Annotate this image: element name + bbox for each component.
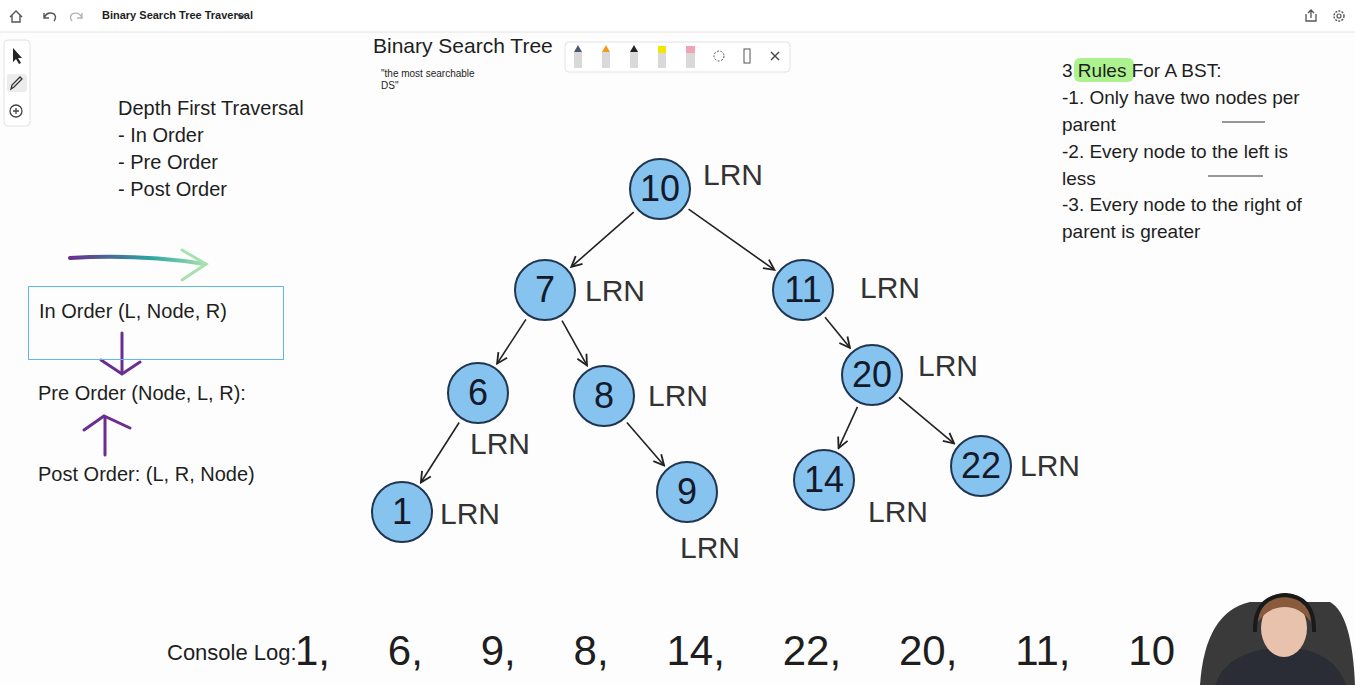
rules-heading: 3 Rules For A BST: [1062,57,1221,84]
node-value: 11 [784,272,821,308]
tree-node: 10 [629,158,691,220]
undo-icon [44,13,56,21]
handwritten-note: LRN [1020,448,1080,484]
document-title: Binary Search Tree Traversal [102,9,253,22]
up-arrow [104,418,107,455]
handwritten-note: LRN [918,348,978,384]
node-value: 20 [852,357,892,393]
tree-node: 9 [656,461,718,523]
tree-node: 1 [371,481,433,543]
traversal-rule: Post Order: (L, R, Node) [38,462,255,486]
tree-edge [562,321,587,366]
down-arrowhead [101,360,140,374]
edge-group [421,209,954,482]
subtitle-note: "the most searchable DS" [381,68,493,92]
handwritten-note: LRN [648,378,708,414]
ruler-icon [744,49,750,63]
page-heading: Binary Search Tree [373,33,553,58]
lasso-icon [714,51,724,61]
pen-tip [630,45,638,52]
top-bar-border [0,32,1355,33]
handwritten-note: LRN [585,273,645,309]
pen-toolbar-panel [565,42,790,72]
direction-arrow [70,257,205,264]
add-icon-plus [13,108,19,114]
list-item: - Pre Order [118,150,218,174]
pen-tool-highlight [7,74,27,92]
rule-item: -2. Every node to the left is less [1062,138,1302,192]
handwritten-note: LRN [868,494,928,530]
top-bar [0,0,1355,32]
handwritten-note: LRN [440,496,500,532]
handwritten-note: LRN [470,426,530,462]
list-item: - Post Order [118,177,227,201]
rule-item: -1. Only have two nodes per parent [1062,84,1302,138]
share-icon [1306,10,1316,21]
pen-body [574,52,582,68]
tree-edge [839,407,858,448]
traversal-box: In Order (L, Node, R) [28,286,284,360]
rule-item: -3. Every node to the right of parent is… [1062,191,1302,245]
pen-underline [1222,121,1265,122]
console-label: Console Log: [167,640,297,666]
add-icon [10,105,22,117]
node-value: 8 [594,378,614,414]
eraser-body [686,52,695,68]
node-value: 7 [535,272,555,308]
tree-node: 6 [447,362,509,424]
traversal-rule: Pre Order (Node, L, R): [38,381,246,405]
tree-edge [421,422,459,482]
pen-body [602,52,610,68]
direction-arrowhead [182,250,206,280]
palette-panel [4,40,30,126]
node-value: 10 [640,171,680,207]
webcam-presenter [1200,593,1355,685]
tree-edge [825,317,850,348]
settings-icon-core [1337,14,1341,18]
tree-edge [571,212,633,267]
up-arrowhead [84,416,130,430]
tree-node: 8 [573,365,635,427]
handwritten-note: LRN [680,530,740,566]
pen-tip [602,45,610,52]
headphones [1255,595,1314,632]
tool-palette [4,40,30,126]
tree-node: 20 [841,344,903,406]
down-arrow [121,333,124,372]
list-item: - In Order [118,123,204,147]
home-icon [10,11,22,22]
pen-toolbar [565,42,790,72]
node-value: 22 [961,448,1001,484]
pen-icon [11,77,22,89]
eraser-tip [686,46,695,53]
tree-edge [497,319,526,363]
close-icon [771,52,779,60]
box-label: In Order (L, Node, R) [39,299,273,323]
cursor-icon [13,48,22,64]
tree-node: 7 [514,259,576,321]
highlighter-body [658,52,666,68]
pen-underline [1208,175,1263,176]
top-bar-ground [0,0,1355,32]
highlighter-tip [658,46,666,53]
tree-edge [899,397,954,443]
tree-edge [627,422,664,465]
tree-node: 11 [772,259,834,321]
tree-edge [689,209,775,270]
settings-icon [1334,11,1344,21]
node-value: 14 [804,462,844,498]
console-output: 1, 6, 9, 8, 14, 22, 20, 11, 10 [295,626,1175,676]
node-value: 1 [392,494,412,530]
redo-icon [71,13,83,21]
tree-node: 14 [793,449,855,511]
pen-body [630,52,638,68]
hair [1258,593,1311,622]
node-value: 9 [677,474,697,510]
node-value: 6 [468,375,488,411]
tree-node: 22 [950,435,1012,497]
handwritten-note: LRN [860,270,920,306]
pen-tip [574,45,582,52]
section-heading: Depth First Traversal [118,96,304,120]
handwritten-note: LRN [703,157,763,193]
